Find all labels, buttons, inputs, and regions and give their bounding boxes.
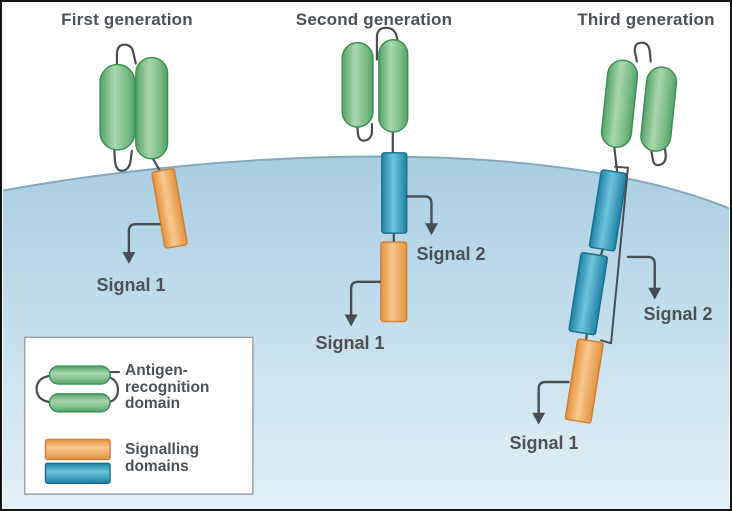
gen2-signal1-arrowhead — [344, 314, 358, 327]
gen2-signal2-label: Signal 2 — [416, 244, 486, 264]
gen3-signalling-domain-orange — [564, 338, 604, 424]
legend-signalling-swatch-blue — [44, 462, 111, 484]
gen2-linker-top-loop — [375, 26, 400, 61]
gen2-signalling-domain-orange — [380, 241, 408, 323]
gen2-signalling-domain-blue — [381, 152, 408, 234]
gen1-signal1-arrow — [127, 223, 161, 255]
gen3-signal2-arrow — [626, 255, 656, 290]
gen3-title: Third generation — [577, 10, 715, 29]
gen2-signal2-arrow — [406, 195, 433, 226]
gen1-linker-bottom-loop — [112, 145, 133, 172]
gen1-signalling-domain-orange — [151, 168, 188, 249]
gen3-signal2-bracket — [600, 165, 629, 345]
gen2-signal1-arrow — [349, 280, 382, 317]
gen2-antigen-capsule-right — [378, 38, 409, 133]
gen2-receptor — [355, 26, 400, 245]
gen2-linker-bottom-loop — [355, 122, 374, 142]
gen1-antigen-capsule-right — [135, 56, 169, 160]
gen3-signal2-arrowhead — [648, 287, 662, 300]
gen2-title: Second generation — [295, 10, 453, 29]
gen3-antigen-capsule-right — [640, 66, 678, 152]
legend-signalling-swatch-orange — [44, 438, 111, 461]
gen2-signal2-arrowhead — [425, 223, 438, 236]
gen1-signal1-label: Signal 1 — [96, 275, 166, 295]
legend-antigen-capsule-bottom — [48, 393, 111, 413]
gen2-signal1-label: Signal 1 — [315, 333, 385, 353]
gen3-signalling-domain-blue-2 — [568, 252, 609, 336]
legend-signalling-label: Signalling domains — [125, 441, 200, 475]
gen1-antigen-capsule-left — [99, 63, 136, 151]
gen1-linker-top-loop — [115, 43, 137, 70]
gen3-signal1-arrowhead — [532, 412, 546, 425]
gen2-antigen-capsule-left — [341, 41, 374, 128]
gen3-linker-bottom-loop — [649, 146, 667, 167]
gen1-signal1-arrowhead — [122, 252, 136, 264]
legend-antigen-label: Antigen- recognition domain — [125, 362, 210, 412]
gen3-signalling-domain-blue-1 — [588, 169, 628, 252]
gen3-signal1-arrow — [537, 380, 570, 415]
gen3-signal2-label: Signal 2 — [643, 304, 713, 324]
gen3-signal1-label: Signal 1 — [509, 433, 579, 453]
gen3-antigen-capsule-left — [600, 59, 639, 148]
gen3-linker-top-loop — [633, 41, 652, 63]
legend-antigen-capsule-top — [48, 365, 111, 385]
gen1-title: First generation — [61, 10, 193, 29]
